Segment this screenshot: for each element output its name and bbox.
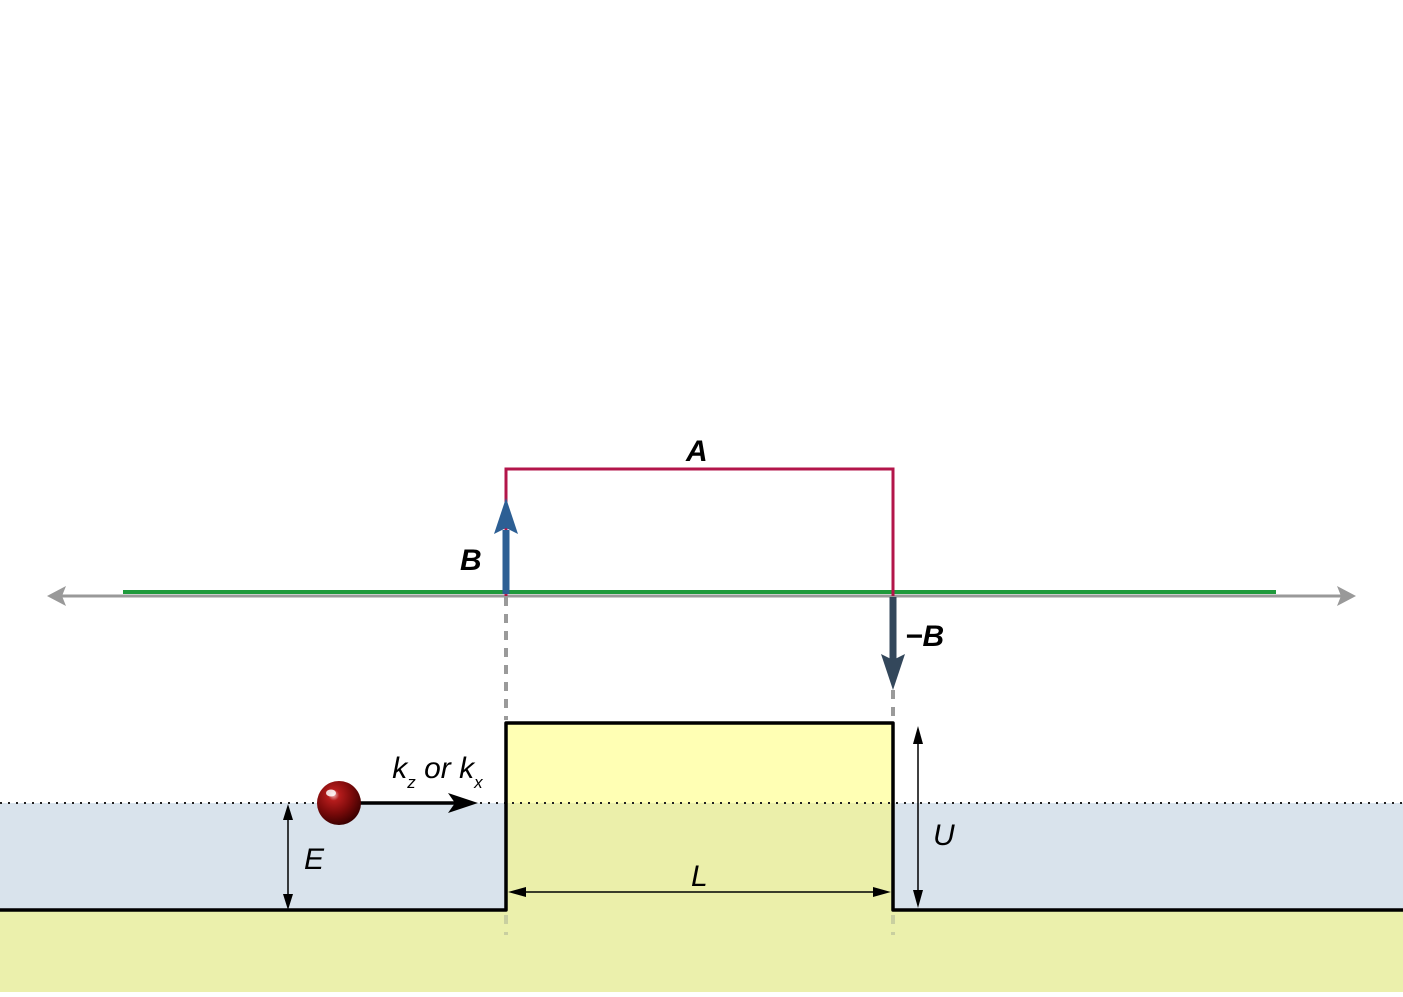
k-symbol-1: k (392, 752, 409, 785)
k-subscript-x: x (473, 773, 483, 792)
energy-dimension-arrow (283, 804, 293, 910)
wave-vector-label: kz or kx (370, 752, 496, 792)
width-label: L (691, 860, 708, 893)
label-b: B (460, 544, 482, 577)
energy-region-right (893, 803, 1403, 910)
potential-outline (0, 721, 1403, 912)
dark-down-arrow (881, 597, 905, 690)
label-a: A (685, 435, 708, 468)
ground-region (0, 910, 1403, 992)
potential-dimension-arrow (913, 726, 923, 908)
k-subscript-z: z (406, 773, 416, 792)
barrier-lower (506, 803, 893, 910)
blue-up-arrow (494, 498, 518, 594)
barrier-upper (506, 723, 893, 803)
k-symbol-2: k (459, 752, 476, 785)
wave-vector-arrow (356, 793, 478, 813)
particle-sphere-icon (317, 781, 361, 825)
or-word: or (416, 752, 459, 785)
energy-region-left (0, 803, 506, 910)
label-neg-b: −B (905, 620, 944, 653)
horizontal-axis (47, 586, 1356, 606)
energy-label: E (304, 843, 325, 876)
width-dimension-arrow (508, 887, 891, 897)
potential-label: U (933, 819, 955, 852)
crimson-bracket-path (504, 467, 895, 596)
